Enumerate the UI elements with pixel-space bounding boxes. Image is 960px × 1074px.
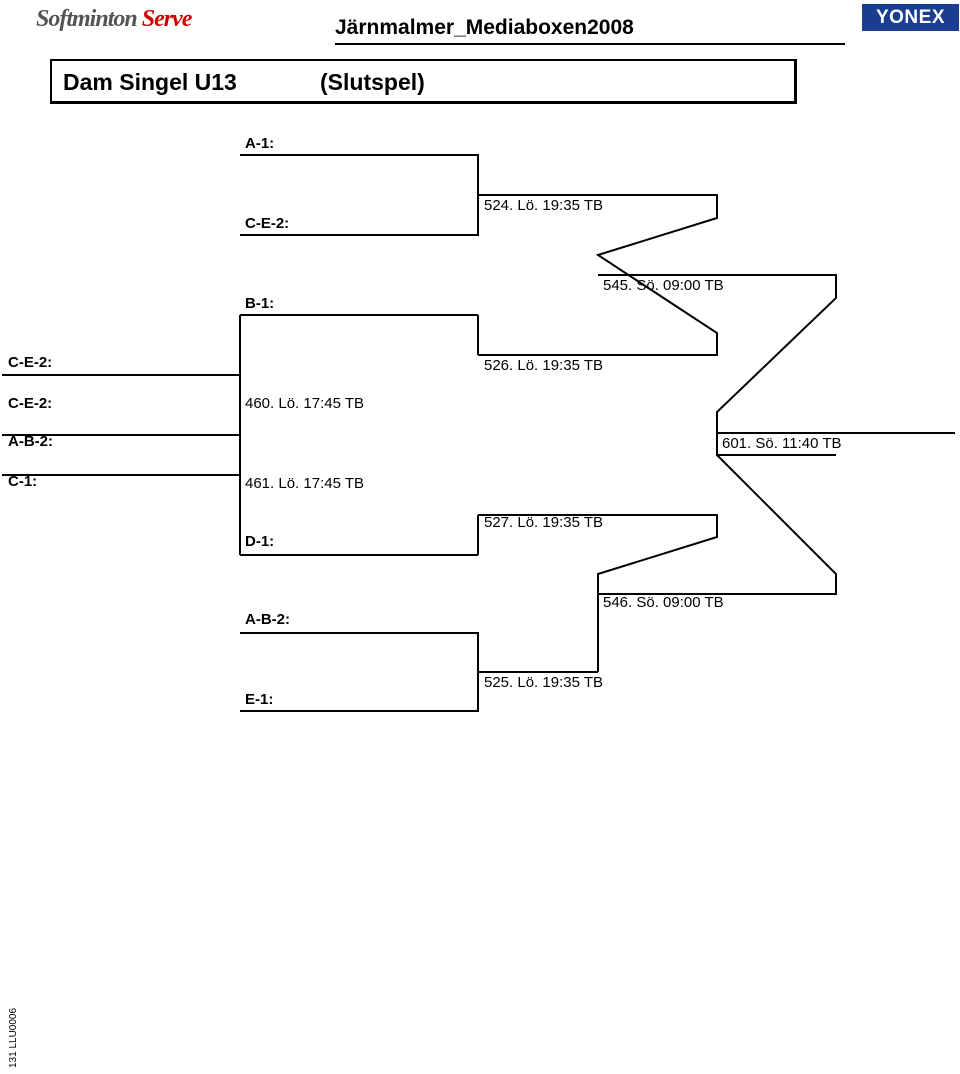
slot-r0-2: C-E-2:	[8, 395, 53, 412]
slot-r0-3: A-B-2:	[8, 433, 53, 450]
document-title: Järnmalmer_Mediaboxen2008	[335, 16, 634, 39]
bracket-line-545-out	[598, 274, 837, 456]
match-527: 527. Lö. 19:35 TB	[484, 514, 603, 531]
match-525: 525. Lö. 19:35 TB	[484, 674, 603, 691]
bracket-line-546	[597, 514, 718, 594]
bracket-line-546b	[597, 454, 837, 595]
slot-r1-5: A-B-2:	[245, 611, 290, 628]
logo-text-softminton: Softminton	[36, 6, 138, 32]
event-phase: (Slutspel)	[320, 69, 425, 95]
softminton-logo: Softminton Serve	[36, 6, 193, 33]
slot-r1-1: A-1:	[245, 135, 275, 152]
event-name: Dam Singel U13	[63, 69, 237, 95]
match-461: 461. Lö. 17:45 TB	[245, 475, 364, 492]
slot-r1-4: D-1:	[245, 533, 275, 550]
slot-r1-2: C-E-2:	[245, 215, 290, 232]
bracket-line-525	[240, 632, 479, 712]
yonex-logo: YONEX	[862, 4, 959, 31]
match-460: 460. Lö. 17:45 TB	[245, 395, 364, 412]
match-546: 546. Sö. 09:00 TB	[603, 594, 724, 611]
slot-r0-1: C-E-2:	[8, 354, 53, 371]
bracket-line-545	[595, 194, 718, 356]
slot-r0-4: C-1:	[8, 473, 38, 490]
slot-r1-6: E-1:	[245, 691, 274, 708]
bracket-line-460	[2, 374, 241, 436]
header-divider	[335, 43, 845, 45]
slot-r1-3: B-1:	[245, 295, 275, 312]
event-title-box	[50, 59, 797, 104]
match-545: 545. Sö. 09:00 TB	[603, 277, 724, 294]
match-601: 601. Sö. 11:40 TB	[722, 435, 842, 452]
footer-code: 131 LLU0006	[8, 1007, 19, 1068]
logo-text-serve: Serve	[141, 6, 193, 32]
match-526: 526. Lö. 19:35 TB	[484, 357, 603, 374]
match-524: 524. Lö. 19:35 TB	[484, 197, 603, 214]
